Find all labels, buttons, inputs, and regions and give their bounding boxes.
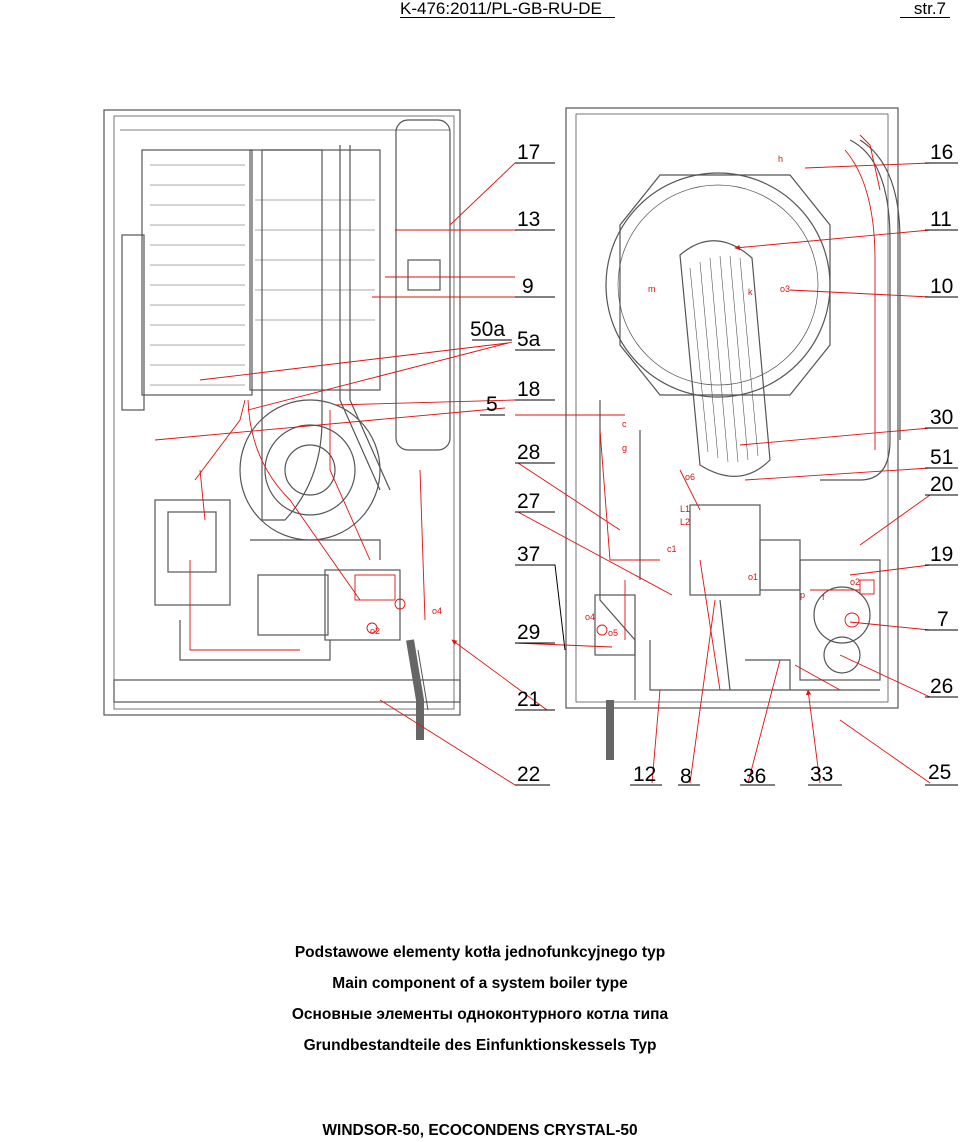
label-underlines: [472, 162, 958, 786]
callout-18: 18: [517, 378, 540, 401]
expansion-vessel: [395, 119, 451, 451]
code-o5: o5: [608, 628, 618, 638]
callout-22: 22: [517, 763, 540, 786]
callouts: 50a 5 17 13 9 5a 18 28 27 37 29 21 16 11…: [470, 141, 953, 788]
code-c1: c1: [667, 544, 677, 554]
callout-8: 8: [680, 765, 692, 788]
left-casing: [103, 109, 461, 716]
fan-duct: [679, 240, 771, 477]
heat-exchanger: [141, 149, 253, 396]
right-casing: [565, 107, 899, 709]
callout-33: 33: [810, 763, 833, 786]
burner-door: [605, 172, 831, 398]
callout-27: 27: [517, 490, 540, 513]
callout-20: 20: [930, 473, 953, 496]
code-k: k: [748, 287, 753, 297]
callout-37: 37: [517, 543, 540, 566]
code-f: f: [822, 592, 825, 602]
code-m: m: [648, 284, 656, 294]
callout-19: 19: [930, 543, 953, 566]
callout-9: 9: [522, 275, 534, 298]
code-h: h: [778, 154, 783, 164]
code-g: g: [622, 443, 627, 453]
caption-english: Main component of a system boiler type: [332, 975, 628, 992]
callout-16: 16: [930, 141, 953, 164]
code-p: p: [800, 590, 805, 600]
right-view: [565, 107, 901, 760]
caption-polish: Podstawowe elementy kotła jednofunkcyjne…: [294, 944, 666, 961]
callout-29: 29: [517, 621, 540, 644]
siphon: [594, 594, 636, 656]
callout-50a: 50a: [470, 318, 505, 341]
left-fan: [121, 234, 145, 411]
right-view-red: [596, 134, 881, 691]
flue-pipe: [261, 149, 323, 521]
code-o6: o6: [685, 472, 695, 482]
callout-26: 26: [930, 675, 953, 698]
caption-german: Grundbestandteile des Einfunktionskessel…: [303, 1037, 657, 1054]
callout-21: 21: [517, 688, 540, 711]
callout-17: 17: [517, 141, 540, 164]
part-codes: h m k o3 c g o6 L1 L2 c1 o1 o2 p f o4 o5…: [370, 154, 860, 638]
code-l2: L2: [680, 517, 690, 527]
left-view: [103, 109, 461, 740]
callout-36: 36: [743, 765, 766, 788]
code-c: c: [622, 419, 627, 429]
code-o4-right: o4: [585, 612, 595, 622]
gas-valve: [154, 499, 231, 606]
code-l1: L1: [680, 504, 690, 514]
caption-russian: Основные элементы одноконтурного котла т…: [291, 1006, 669, 1023]
callout-12: 12: [633, 763, 656, 786]
callout-7: 7: [937, 608, 949, 631]
callout-5: 5: [486, 393, 498, 416]
callout-30: 30: [930, 406, 953, 429]
header-underline-right: [900, 17, 950, 18]
code-o1: o1: [748, 572, 758, 582]
left-view-red: [189, 399, 426, 651]
code-o3: o3: [780, 284, 790, 294]
page-number: str.7: [913, 0, 946, 18]
callout-5a: 5a: [517, 328, 541, 351]
callout-13: 13: [517, 208, 540, 231]
document-code: K-476:2011/PL-GB-RU-DE: [400, 0, 602, 18]
code-o4-left: o4: [432, 606, 442, 616]
left-pump: [257, 574, 329, 636]
callout-25: 25: [928, 761, 951, 784]
callout-10: 10: [930, 275, 953, 298]
model-name: WINDSOR-50, ECOCONDENS CRYSTAL-50: [322, 1122, 638, 1139]
boiler-diagram: h m k o3 c g o6 L1 L2 c1 o1 o2 p f o4 o5…: [103, 107, 958, 788]
callout-51: 51: [930, 446, 953, 469]
callout-28: 28: [517, 441, 540, 464]
right-pump: [799, 559, 881, 681]
header-underline-left: [400, 17, 615, 18]
leader-lines: [154, 162, 931, 786]
code-o2-right: o2: [850, 577, 860, 587]
code-o2-left: o2: [370, 626, 380, 636]
callout-11: 11: [930, 208, 952, 231]
